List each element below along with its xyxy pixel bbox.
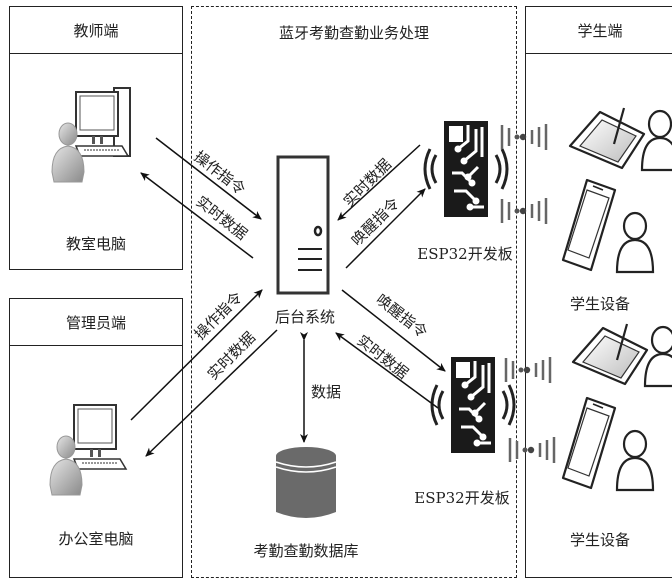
admin-pc-label: 办公室电脑 — [58, 530, 134, 548]
business-processing-title: 蓝牙考勤查勤业务处理 — [278, 24, 430, 42]
teacher-panel: 教师端 — [9, 6, 183, 270]
teacher-panel-title: 教师端 — [10, 7, 182, 54]
signal-wave-icon — [500, 196, 548, 226]
arrow-teacher-to-server — [155, 137, 262, 220]
esp32-bottom-label: ESP32开发板 — [414, 489, 510, 507]
student-panel-title: 学生端 — [526, 7, 672, 54]
student-phone-icon — [561, 178, 655, 274]
student-phone-icon — [561, 396, 655, 492]
student-device-label-top: 学生设备 — [569, 295, 631, 313]
business-processing-region — [191, 6, 517, 578]
student-device-label-bottom: 学生设备 — [569, 531, 631, 549]
esp32-top-icon — [423, 119, 509, 219]
admin-pc-icon — [49, 404, 127, 496]
arrow-server-to-admin — [145, 329, 278, 457]
arrow-esp-bottom-to-server — [335, 332, 439, 409]
esp32-top-label: ESP32开发板 — [417, 245, 513, 263]
arrow-admin-to-server — [130, 289, 263, 421]
arrow-server-to-esp-bottom — [341, 289, 446, 372]
signal-wave-icon — [504, 355, 552, 385]
teacher-pc-icon — [51, 87, 131, 183]
server-tower-icon — [276, 155, 330, 295]
server-label: 后台系统 — [274, 308, 336, 326]
arrow-esp-top-to-server — [337, 144, 421, 221]
signal-wave-icon — [500, 122, 548, 152]
arrow-server-to-esp-top — [345, 188, 426, 269]
signal-wave-icon — [508, 435, 556, 465]
database-icon — [275, 447, 337, 518]
database-label: 考勤查勤数据库 — [253, 542, 359, 560]
admin-panel-title: 管理员端 — [10, 299, 182, 346]
student-tablet-icon — [568, 106, 672, 172]
arrow-server-to-teacher — [140, 172, 254, 259]
flow-label-server-db: 数据 — [311, 383, 342, 401]
teacher-pc-label: 教室电脑 — [65, 235, 127, 253]
student-tablet-icon — [571, 322, 672, 388]
